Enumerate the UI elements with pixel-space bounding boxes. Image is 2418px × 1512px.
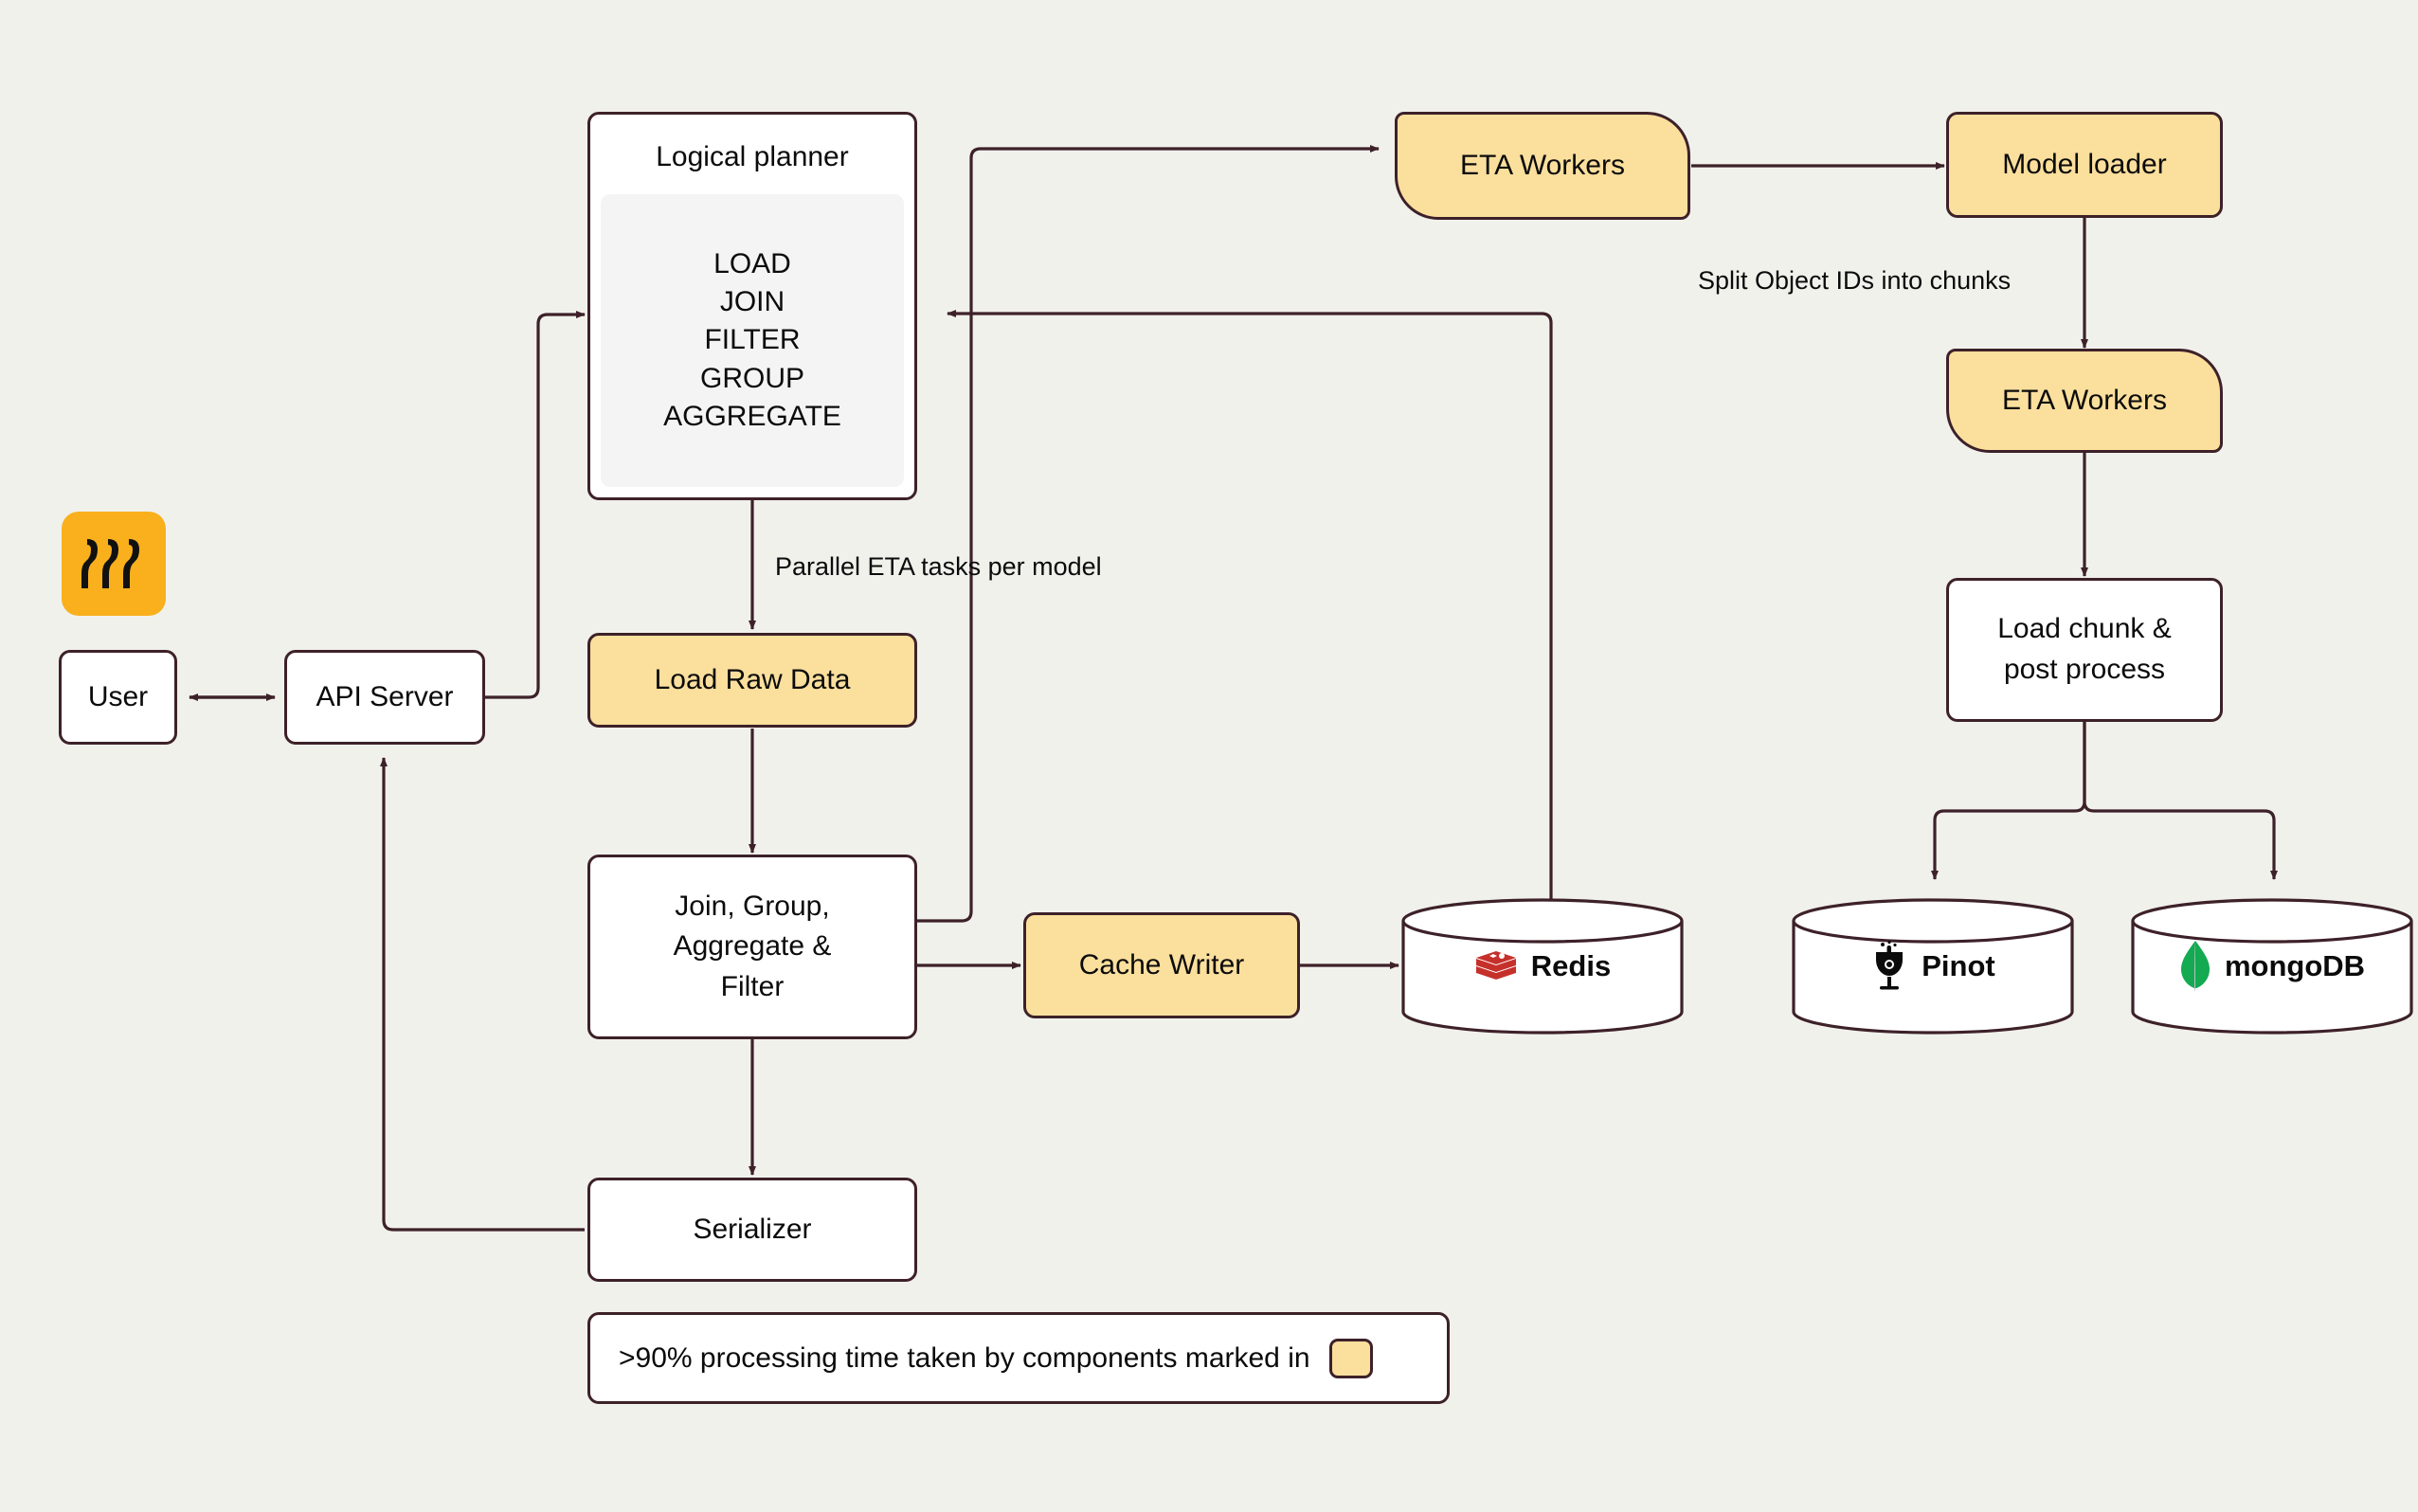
- datastore-mongodb[interactable]: mongoDB: [2130, 898, 2414, 1035]
- mongodb-leaf-icon: [2179, 940, 2211, 993]
- node-serializer[interactable]: Serializer: [587, 1178, 917, 1282]
- pinot-logo-icon: [1870, 941, 1908, 992]
- node-model-loader-label: Model loader: [2002, 148, 2167, 180]
- edge-label-split-object-ids: Split Object IDs into chunks: [1698, 266, 2012, 295]
- edge-join-eta-workers: [917, 145, 1380, 923]
- node-model-loader[interactable]: Model loader: [1946, 112, 2223, 218]
- legend-box: >90% processing time taken by components…: [587, 1312, 1450, 1404]
- edge-redis-planner: [947, 310, 1553, 902]
- brand-logo-icon: [62, 512, 166, 616]
- planner-op-load: LOAD: [713, 247, 791, 279]
- node-join-group-label: Join, Group, Aggregate & Filter: [673, 890, 832, 1002]
- planner-op-join: JOIN: [719, 285, 785, 317]
- mongodb-label: mongoDB: [2224, 949, 2366, 982]
- node-cache-writer[interactable]: Cache Writer: [1023, 912, 1300, 1018]
- logical-planner-operations: LOAD JOIN FILTER GROUP AGGREGATE: [601, 194, 904, 487]
- edge-loadchunk-split: [1931, 721, 2086, 880]
- node-cache-writer-label: Cache Writer: [1078, 948, 1245, 981]
- edge-serializer-api: [380, 757, 585, 1232]
- node-join-group-aggregate-filter[interactable]: Join, Group, Aggregate & Filter: [587, 855, 917, 1039]
- planner-op-group: GROUP: [699, 362, 804, 394]
- node-user[interactable]: User: [59, 650, 177, 745]
- planner-op-filter: FILTER: [704, 324, 801, 356]
- node-load-chunk-post-process[interactable]: Load chunk & post process: [1946, 578, 2223, 722]
- planner-op-aggregate: AGGREGATE: [663, 401, 841, 433]
- node-load-raw-data[interactable]: Load Raw Data: [587, 633, 917, 728]
- legend-text: >90% processing time taken by components…: [619, 1341, 1310, 1374]
- redis-label: Redis: [1530, 949, 1612, 982]
- datastore-pinot[interactable]: Pinot: [1791, 898, 2075, 1035]
- node-logical-planner[interactable]: Logical planner LOAD JOIN FILTER GROUP A…: [587, 112, 917, 500]
- node-eta-workers-top-label: ETA Workers: [1460, 149, 1625, 181]
- node-load-raw-data-label: Load Raw Data: [654, 663, 851, 695]
- node-serializer-label: Serializer: [693, 1213, 812, 1245]
- legend-color-swatch: [1328, 1338, 1373, 1378]
- node-api-server-label: API Server: [316, 680, 454, 712]
- node-eta-workers-top[interactable]: ETA Workers: [1395, 112, 1690, 220]
- datastore-redis[interactable]: Redis: [1400, 898, 1685, 1035]
- node-eta-workers-right-label: ETA Workers: [2002, 384, 2167, 416]
- logical-planner-title: Logical planner: [656, 141, 849, 172]
- edge-label-parallel-eta: Parallel ETA tasks per model: [775, 552, 1102, 581]
- pinot-label: Pinot: [1922, 949, 1995, 982]
- node-load-chunk-label: Load chunk & post process: [1997, 613, 2172, 685]
- node-user-label: User: [87, 680, 149, 712]
- edge-loadchunk-split-right: [2083, 721, 2278, 880]
- node-eta-workers-right[interactable]: ETA Workers: [1946, 349, 2223, 453]
- redis-logo-icon: [1474, 946, 1518, 986]
- node-api-server[interactable]: API Server: [284, 650, 485, 745]
- edge-api-planner: [485, 311, 586, 699]
